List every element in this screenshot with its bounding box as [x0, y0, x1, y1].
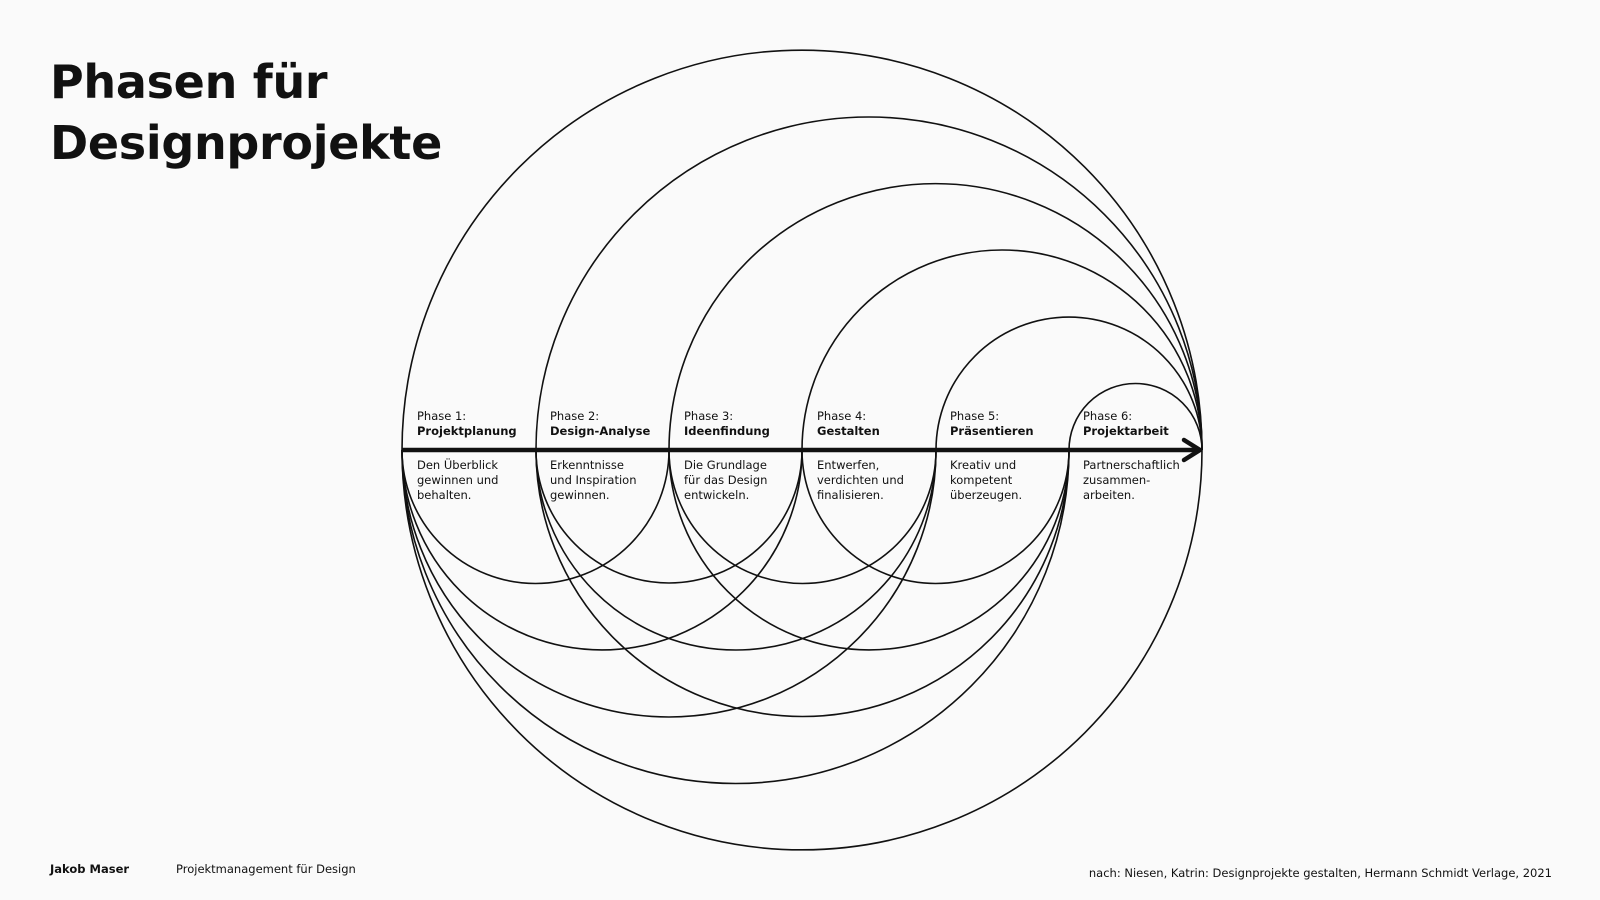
upper-arc-phase-3 — [668, 182, 1203, 451]
phase-3-description: Die Grundlage für das Design entwickeln. — [684, 458, 768, 502]
lower-arc-1-5 — [401, 449, 1070, 785]
phase-2-description: Erkenntnisse und Inspiration gewinnen. — [550, 458, 637, 502]
phase-3-number: Phase 3: — [684, 409, 734, 423]
lower-arc-1-2 — [401, 449, 670, 585]
phase-6-description: Partnerschaftlich zusammen- arbeiten. — [1083, 458, 1180, 502]
lower-arc-2-3 — [535, 449, 803, 584]
upper-arc-phase-5 — [935, 316, 1203, 451]
phase-5-name: Präsentieren — [950, 424, 1034, 438]
phase-2-number: Phase 2: — [550, 409, 600, 423]
phase-1-number: Phase 1: — [417, 409, 467, 423]
footer-author: Jakob Maser — [50, 862, 130, 876]
phase-2-name: Design-Analyse — [550, 424, 651, 438]
phase-5-number: Phase 5: — [950, 409, 1000, 423]
phase-6-label: Phase 6: Projektarbeit — [1083, 409, 1169, 439]
upper-arc-phase-1 — [401, 49, 1203, 451]
phase-1-label: Phase 1: Projektplanung — [417, 409, 517, 439]
phase-4-label: Phase 4: Gestalten — [817, 409, 880, 439]
upper-arc-phase-2 — [535, 116, 1203, 451]
phase-4-number: Phase 4: — [817, 409, 867, 423]
phase-3-name: Ideenfindung — [684, 424, 770, 438]
footer-source: nach: Niesen, Katrin: Designprojekte ges… — [1088, 866, 1552, 880]
lower-arc-1-3 — [401, 449, 803, 651]
timeline-arrowhead — [1181, 437, 1203, 463]
lower-arc-1-4 — [401, 449, 937, 718]
title-line-2: Designprojekte — [50, 116, 442, 170]
lower-arc-1-6 — [401, 449, 1203, 851]
phase-2-label: Phase 2: Design-Analyse — [550, 409, 650, 439]
lower-arc-2-4 — [535, 449, 937, 651]
phase-6-name: Projektarbeit — [1083, 424, 1169, 438]
phase-1-description: Den Überblick gewinnen und behalten. — [417, 458, 499, 502]
phase-3-label: Phase 3: Ideenfindung — [684, 409, 770, 439]
lower-arc-2-5 — [535, 449, 1070, 718]
footer-course: Projektmanagement für Design — [176, 862, 356, 876]
lower-arc-3-5 — [668, 449, 1070, 651]
phase-4-name: Gestalten — [817, 424, 880, 438]
page-title: Phasen für Designprojekte — [50, 52, 442, 174]
lower-arc-3-4 — [668, 449, 937, 585]
phase-5-label: Phase 5: Präsentieren — [950, 409, 1034, 439]
upper-arc-phase-6 — [1068, 382, 1203, 451]
phase-1-name: Projektplanung — [417, 424, 517, 438]
lower-arc-4-5 — [801, 449, 1070, 585]
phase-4-description: Entwerfen, verdichten und finalisieren. — [817, 458, 904, 502]
title-line-1: Phasen für — [50, 55, 328, 109]
phase-5-description: Kreativ und kompetent überzeugen. — [950, 458, 1023, 502]
upper-arc-phase-4 — [801, 249, 1203, 451]
phase-6-number: Phase 6: — [1083, 409, 1133, 423]
